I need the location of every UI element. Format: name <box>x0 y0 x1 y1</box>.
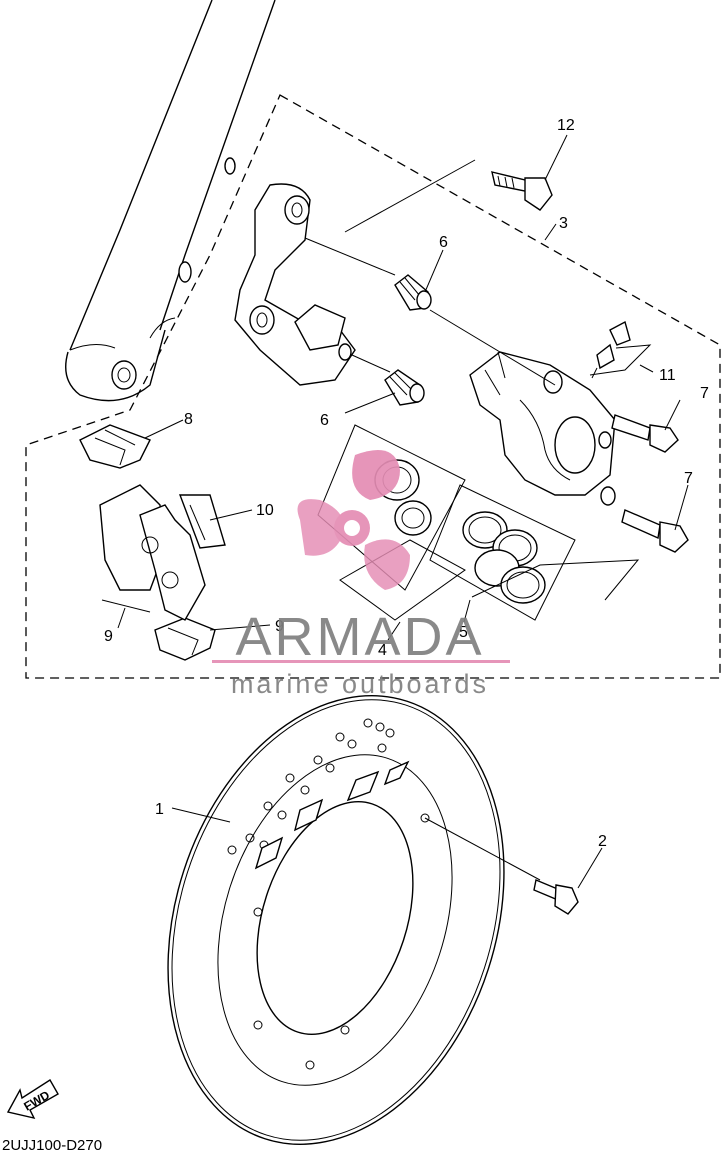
leader-bolt-12 <box>344 159 476 233</box>
pad-spring-upper <box>79 424 151 469</box>
callout-1: 1 <box>155 801 164 818</box>
callout-leaders <box>117 134 689 889</box>
callout-10: 10 <box>256 502 274 519</box>
callout-9-upper: 8 <box>184 411 193 428</box>
callout-7-lower: 7 <box>684 470 693 487</box>
diagram-code: 2UJJ100-D270 <box>2 1137 102 1153</box>
boot-upper <box>394 274 432 311</box>
forward-arrow: FWD <box>6 1079 59 1120</box>
callout-2: 2 <box>598 833 607 850</box>
callout-6-upper: 6 <box>439 234 448 251</box>
callout-6-lower: 6 <box>320 412 329 429</box>
callout-5: 5 <box>459 624 468 641</box>
caliper-pin-lower <box>621 509 689 553</box>
leader-bracket-line <box>304 237 396 276</box>
disc-bolt <box>424 817 579 915</box>
brake-pad-set <box>99 484 206 621</box>
watermark-tagline: marine outboards <box>231 669 489 699</box>
callout-9-lower: 9 <box>275 618 284 635</box>
bolt-12 <box>491 171 553 211</box>
assembly-boundary <box>25 94 721 679</box>
callout-4: 4 <box>378 642 387 659</box>
seal-group <box>429 484 640 621</box>
callout-3: 3 <box>559 215 568 232</box>
caliper-pin-upper <box>611 414 679 453</box>
callout-7-upper: 7 <box>700 385 709 402</box>
brake-disc <box>167 695 505 1145</box>
bleed-screw <box>589 320 652 379</box>
callout-8: 9 <box>104 628 113 645</box>
leader-bracket-lower <box>351 354 391 373</box>
pad-shim <box>178 494 226 549</box>
fork-leg <box>65 0 276 402</box>
callout-12: 12 <box>557 117 575 134</box>
leader-caliper-pin <box>429 309 556 386</box>
propeller-logo <box>297 450 410 590</box>
callout-11: 11 <box>659 367 676 384</box>
watermark: ARMADA marine outboards <box>212 450 510 699</box>
disc-vent-holes <box>227 718 430 1070</box>
watermark-brand: ARMADA <box>235 607 484 667</box>
watermark-rule <box>212 660 510 663</box>
caliper-bracket <box>234 183 356 386</box>
caliper-body <box>469 351 616 506</box>
pad-spring-lower <box>154 617 216 661</box>
boot-lower <box>384 369 425 406</box>
disc-slots <box>254 760 410 870</box>
